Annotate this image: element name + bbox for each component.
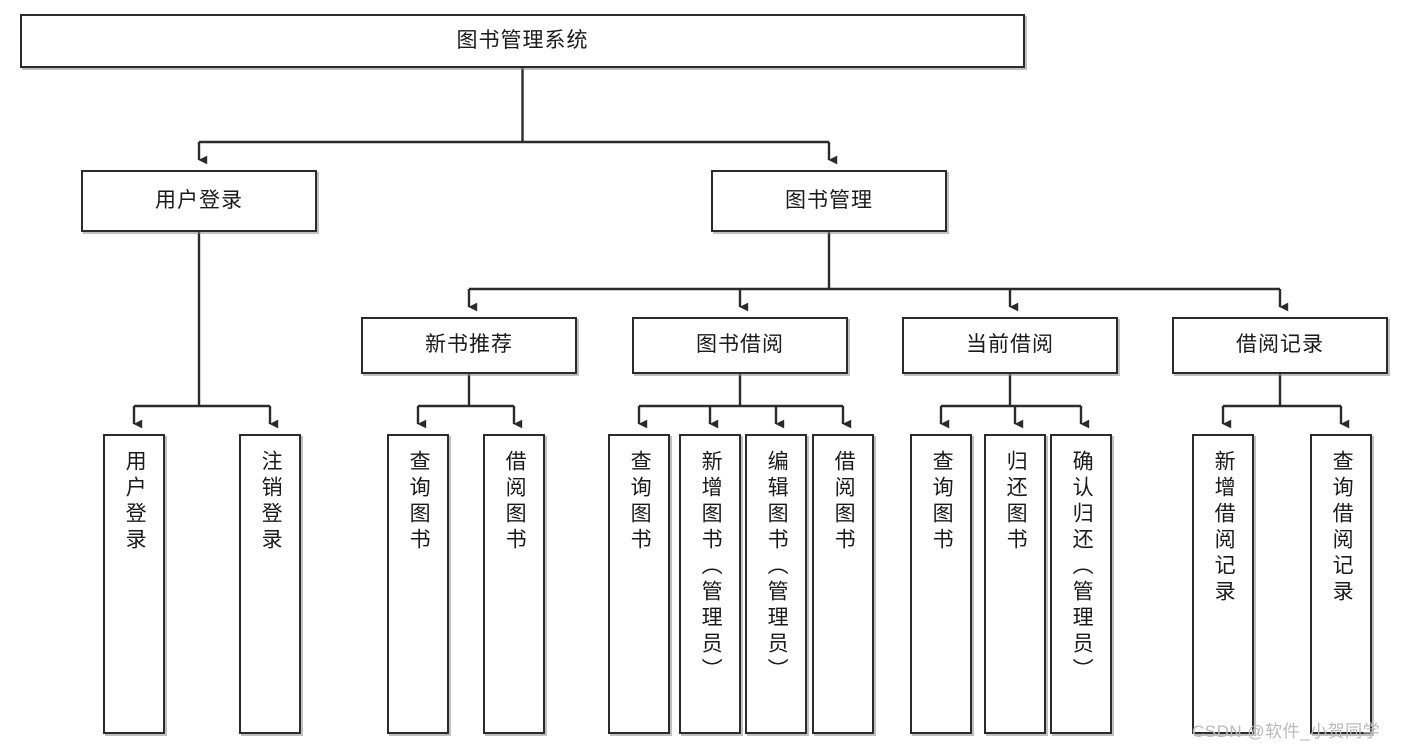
node-leaf-query-record[interactable]: 查询借阅记录 [1310, 434, 1372, 734]
node-label-new-book-rec: 新书推荐 [425, 333, 513, 357]
node-leaf-query-book-3[interactable]: 查询图书 [910, 434, 972, 734]
node-borrow-record[interactable]: 借阅记录 [1172, 317, 1388, 374]
node-leaf-borrow-book-2[interactable]: 借阅图书 [812, 434, 874, 734]
node-label-leaf-query-book-3: 查询图书 [930, 450, 954, 554]
node-leaf-query-book-2[interactable]: 查询图书 [608, 434, 670, 734]
node-label-leaf-query-record: 查询借阅记录 [1330, 450, 1354, 606]
node-book-manage[interactable]: 图书管理 [711, 170, 947, 232]
node-label-leaf-user-login: 用户登录 [123, 450, 147, 554]
node-leaf-add-record[interactable]: 新增借阅记录 [1192, 434, 1254, 734]
node-leaf-borrow-book-1[interactable]: 借阅图书 [483, 434, 545, 734]
node-label-book-borrow: 图书借阅 [696, 333, 784, 357]
node-label-user-login: 用户登录 [155, 188, 243, 212]
node-leaf-confirm-return[interactable]: 确认归还（管理员） [1050, 434, 1112, 734]
node-leaf-edit-book[interactable]: 编辑图书（管理员） [745, 434, 807, 734]
node-label-leaf-borrow-book-2: 借阅图书 [832, 450, 856, 554]
node-label-leaf-borrow-book-1: 借阅图书 [503, 450, 527, 554]
node-leaf-query-book-1[interactable]: 查询图书 [387, 434, 449, 734]
node-leaf-add-book[interactable]: 新增图书（管理员） [679, 434, 741, 734]
node-label-book-manage: 图书管理 [785, 188, 873, 212]
node-label-leaf-edit-book: 编辑图书（管理员） [765, 450, 789, 684]
node-label-current-borrow: 当前借阅 [966, 333, 1054, 357]
node-label-leaf-add-record: 新增借阅记录 [1212, 450, 1236, 606]
node-root[interactable]: 图书管理系统 [20, 14, 1025, 68]
node-book-borrow[interactable]: 图书借阅 [632, 317, 848, 374]
node-leaf-return-book[interactable]: 归还图书 [984, 434, 1046, 734]
node-label-leaf-query-book-1: 查询图书 [407, 450, 431, 554]
node-label-leaf-query-book-2: 查询图书 [628, 450, 652, 554]
node-leaf-user-login[interactable]: 用户登录 [103, 434, 165, 734]
connector-group [132, 68, 1350, 429]
node-leaf-logout[interactable]: 注销登录 [239, 434, 301, 734]
node-label-borrow-record: 借阅记录 [1236, 333, 1324, 357]
node-label-leaf-add-book: 新增图书（管理员） [699, 450, 723, 684]
node-user-login[interactable]: 用户登录 [81, 170, 317, 232]
node-label-leaf-confirm-return: 确认归还（管理员） [1070, 450, 1094, 684]
node-label-leaf-return-book: 归还图书 [1004, 450, 1028, 554]
node-label-leaf-logout: 注销登录 [259, 450, 283, 554]
node-current-borrow[interactable]: 当前借阅 [902, 317, 1118, 374]
node-label-root: 图书管理系统 [456, 28, 589, 52]
node-new-book-rec[interactable]: 新书推荐 [361, 317, 577, 374]
